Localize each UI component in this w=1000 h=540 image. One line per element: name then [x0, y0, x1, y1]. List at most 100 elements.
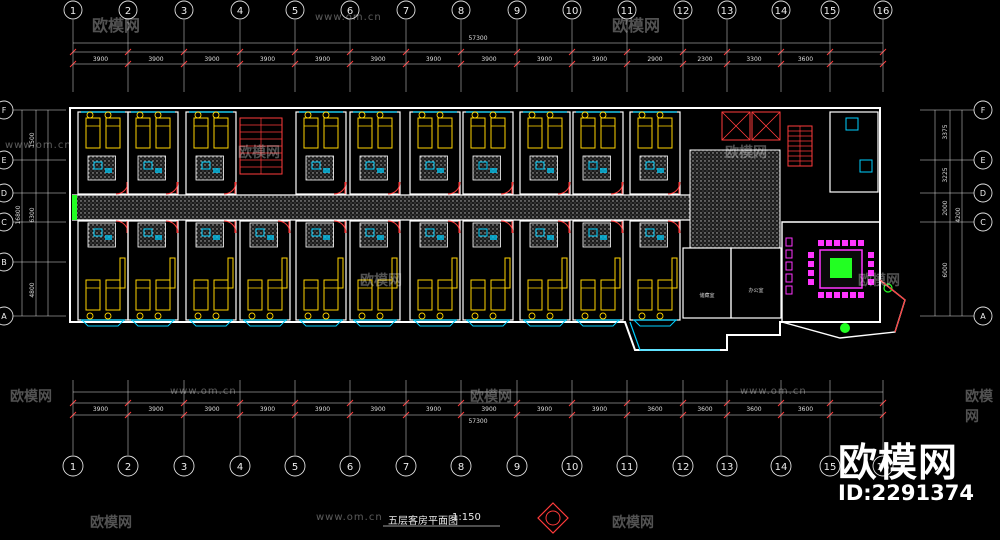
bed — [580, 117, 596, 149]
axis-label: E — [1, 156, 6, 165]
guest-room — [349, 220, 401, 321]
chair — [418, 312, 426, 320]
door-swing — [610, 220, 624, 234]
dimension-text: 3900 — [260, 406, 275, 413]
axis-label: 4 — [237, 6, 243, 17]
model-id: ID:2291374 — [838, 481, 974, 505]
bed — [490, 117, 506, 149]
axis-bubble — [396, 0, 416, 20]
toilet-fixture — [535, 161, 545, 170]
table-planter — [830, 258, 852, 278]
plant-pot — [840, 323, 850, 333]
axis-label: A — [1, 312, 7, 321]
axis-bubble — [117, 455, 139, 477]
bed — [417, 117, 433, 149]
dimension-text: 3900 — [592, 56, 607, 63]
axis-bubble — [63, 0, 83, 20]
bed — [600, 117, 616, 149]
dimension-text: 3900 — [93, 406, 108, 413]
watermark-site: www.om.cn — [170, 386, 237, 397]
bed — [303, 117, 319, 149]
wardrobe — [561, 257, 568, 289]
axis-bubble — [716, 455, 738, 477]
axis-bubble — [230, 0, 250, 20]
axis-bubble — [562, 0, 582, 20]
sink-fixture — [155, 168, 162, 173]
axis-bubble — [617, 0, 637, 20]
axis-bubble — [771, 0, 791, 20]
plant-pot — [883, 283, 893, 293]
chair — [436, 111, 444, 119]
axis-label: 6 — [347, 6, 353, 17]
exit-marker — [72, 195, 77, 220]
guest-room — [409, 220, 461, 321]
axis-label: D — [1, 189, 7, 198]
dimension-text: 3600 — [798, 56, 813, 63]
guest-room — [185, 220, 237, 321]
staircase — [787, 125, 813, 167]
axis-bubble — [395, 455, 417, 477]
axis-label: 8 — [458, 462, 464, 473]
dimension-text: 3900 — [370, 56, 385, 63]
toilet-fixture — [588, 161, 598, 170]
elevator-cross — [721, 111, 751, 141]
axis-label: 9 — [514, 462, 520, 473]
bed — [377, 117, 393, 149]
chair — [418, 111, 426, 119]
watermark-brand: 欧模网 — [612, 515, 654, 531]
bay-window — [466, 319, 510, 327]
watermark-brand: 欧模网 — [238, 145, 280, 161]
dimension-text: 3900 — [260, 56, 275, 63]
chair-top — [834, 240, 840, 246]
room-label-office: 办公室 — [748, 287, 763, 294]
axis-bubble — [616, 455, 638, 477]
chair — [358, 312, 366, 320]
dimension-text: 1500 — [29, 132, 36, 147]
dimension-text: 3600 — [798, 406, 813, 413]
axis-bubble — [820, 0, 840, 20]
toilet-fixture — [93, 161, 103, 170]
chair — [104, 312, 112, 320]
axis-label: F — [2, 106, 7, 115]
bed — [437, 279, 453, 311]
side-seat — [785, 237, 793, 247]
door-swing — [165, 220, 179, 234]
chair-right — [868, 261, 874, 267]
sink-fixture — [657, 235, 664, 240]
dimension-text: 3900 — [426, 56, 441, 63]
watermark-brand: 欧模网 — [965, 389, 993, 425]
axis-label: C — [980, 218, 986, 227]
chair-left — [808, 270, 814, 276]
chair — [104, 111, 112, 119]
chair-left — [808, 252, 814, 258]
axis-label: 2 — [125, 6, 131, 17]
watermark-brand: 欧模网 — [10, 389, 52, 405]
wardrobe — [337, 257, 344, 289]
chair — [471, 312, 479, 320]
axis-bubble — [506, 455, 528, 477]
toilet-fixture — [645, 161, 655, 170]
chair — [528, 312, 536, 320]
bed — [657, 117, 673, 149]
toilet-fixture — [588, 228, 598, 237]
wardrobe — [119, 257, 126, 289]
dimension-text: 3900 — [93, 56, 108, 63]
chair-top — [858, 240, 864, 246]
axis-bubble — [451, 0, 471, 20]
watermark-brand: 欧模网 — [858, 273, 900, 289]
guest-room — [629, 220, 681, 321]
guest-room — [409, 111, 461, 195]
watermark-brand: 欧模网 — [470, 389, 512, 405]
door-swing — [387, 220, 401, 234]
axis-label: F — [981, 106, 986, 115]
dimension-text: 16800 — [15, 205, 22, 224]
chair-right — [868, 252, 874, 258]
watermark-site: www.om.cn — [5, 140, 72, 151]
bed — [377, 279, 393, 311]
axis-label: 13 — [721, 462, 734, 473]
door-swing — [667, 220, 681, 234]
toilet-fixture — [425, 228, 435, 237]
toilet-fixture — [425, 161, 435, 170]
guest-room — [77, 111, 129, 195]
axis-label: 16 — [877, 462, 890, 473]
